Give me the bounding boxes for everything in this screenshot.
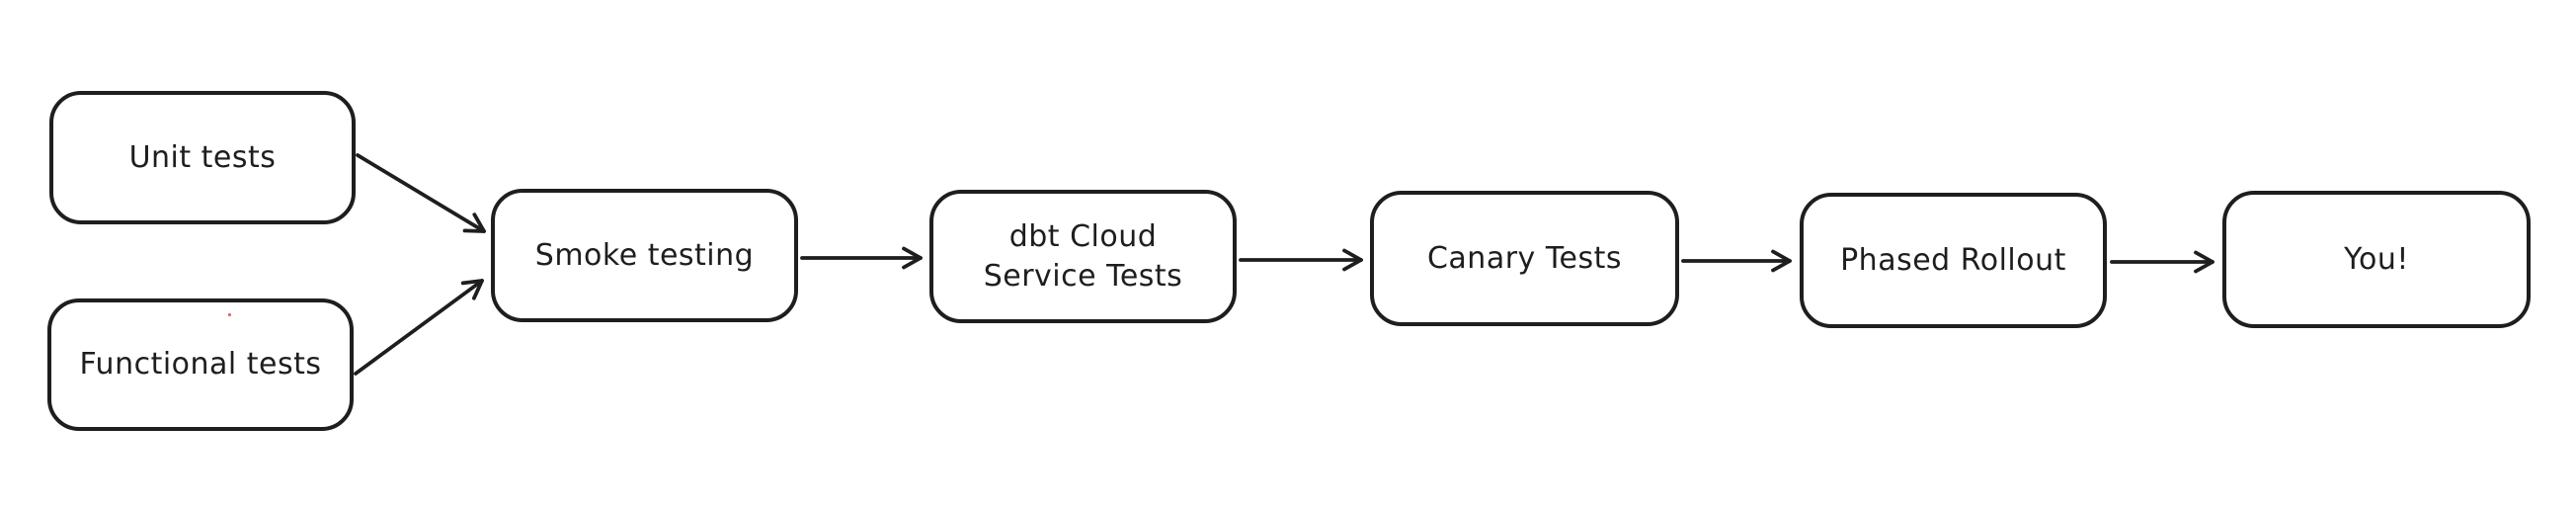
red-dot-artifact (228, 313, 231, 316)
node-smoke-testing: Smoke testing (491, 189, 798, 322)
node-unit-tests-label: Unit tests (128, 139, 277, 175)
node-canary-tests: Canary Tests (1370, 191, 1679, 326)
node-you-label: You! (2344, 241, 2409, 277)
node-phased-rollout: Phased Rollout (1800, 193, 2107, 328)
node-unit-tests: Unit tests (49, 91, 356, 224)
node-dbt-cloud-service-tests: dbt Cloud Service Tests (929, 190, 1237, 323)
node-dbt-cloud-service-tests-label: dbt Cloud Service Tests (983, 218, 1183, 294)
node-you: You! (2222, 191, 2531, 328)
node-smoke-testing-label: Smoke testing (534, 237, 755, 273)
node-functional-tests: Functional tests (47, 298, 354, 431)
node-phased-rollout-label: Phased Rollout (1840, 242, 2066, 278)
node-canary-tests-label: Canary Tests (1426, 240, 1623, 276)
arrow-functional-tests-to-smoke-testing (354, 279, 484, 376)
arrow-unit-tests-to-smoke-testing (356, 153, 486, 233)
node-functional-tests-label: Functional tests (79, 347, 322, 382)
